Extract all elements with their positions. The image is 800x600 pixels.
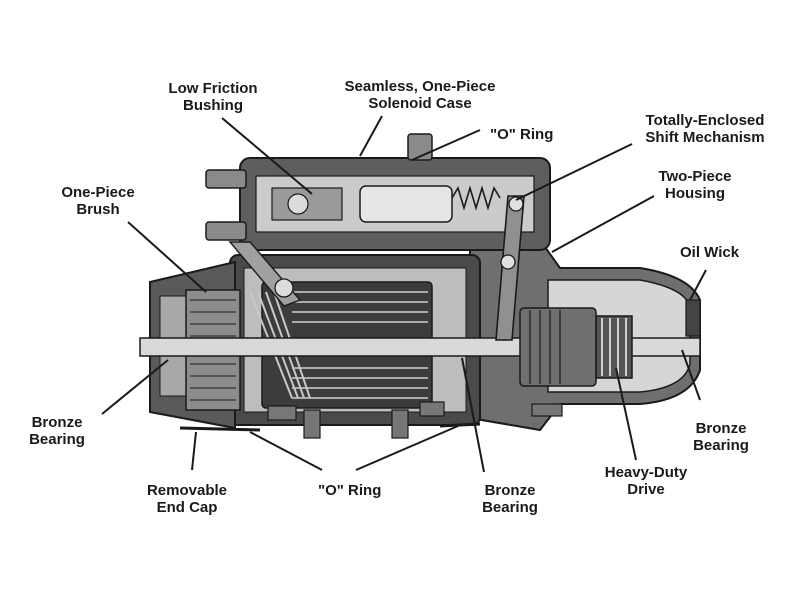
label-heavy-duty-drive: Heavy-Duty Drive <box>586 464 706 498</box>
label-line: Shift Mechanism <box>645 129 765 146</box>
label-bronze-bearing-right: Bronze Bearing <box>676 420 766 454</box>
label-line: Bronze <box>695 420 747 437</box>
label-o-ring-top: "O" Ring <box>490 126 554 143</box>
label-line: Bushing <box>183 97 243 114</box>
label-line: One-Piece <box>61 184 135 201</box>
label-line: Bronze <box>484 482 536 499</box>
label-line: Totally-Enclosed <box>645 112 765 129</box>
label-removable-end-cap: Removable End Cap <box>122 482 252 516</box>
label-oil-wick: Oil Wick <box>680 244 740 261</box>
label-low-friction-bushing: Low Friction Bushing <box>143 80 283 114</box>
label-line: Seamless, One-Piece <box>344 78 496 95</box>
label-bronze-bearing-left: Bronze Bearing <box>12 414 102 448</box>
label-bronze-bearing-bottom: Bronze Bearing <box>460 482 560 516</box>
label-two-piece-housing: Two-Piece Housing <box>640 168 750 202</box>
label-line: Housing <box>665 185 725 202</box>
label-line: Bearing <box>693 437 749 454</box>
label-line: Solenoid Case <box>368 95 472 112</box>
label-line: Bearing <box>29 431 85 448</box>
label-line: Heavy-Duty <box>604 464 688 481</box>
label-line: Drive <box>627 481 665 498</box>
label-line: Two-Piece <box>658 168 732 185</box>
label-line: Low Friction <box>168 80 258 97</box>
solenoid-plunger <box>359 185 453 223</box>
label-one-piece-brush: One-Piece Brush <box>38 184 158 218</box>
label-line: Brush <box>76 201 120 218</box>
label-line: Bronze <box>31 414 83 431</box>
label-solenoid-case: Seamless, One-Piece Solenoid Case <box>320 78 520 112</box>
label-line: Bearing <box>482 499 538 516</box>
label-shift-mechanism: Totally-Enclosed Shift Mechanism <box>630 112 780 146</box>
label-line: Removable <box>146 482 228 499</box>
label-o-ring-bottom: "O" Ring <box>318 482 382 499</box>
label-line: End Cap <box>156 499 218 516</box>
